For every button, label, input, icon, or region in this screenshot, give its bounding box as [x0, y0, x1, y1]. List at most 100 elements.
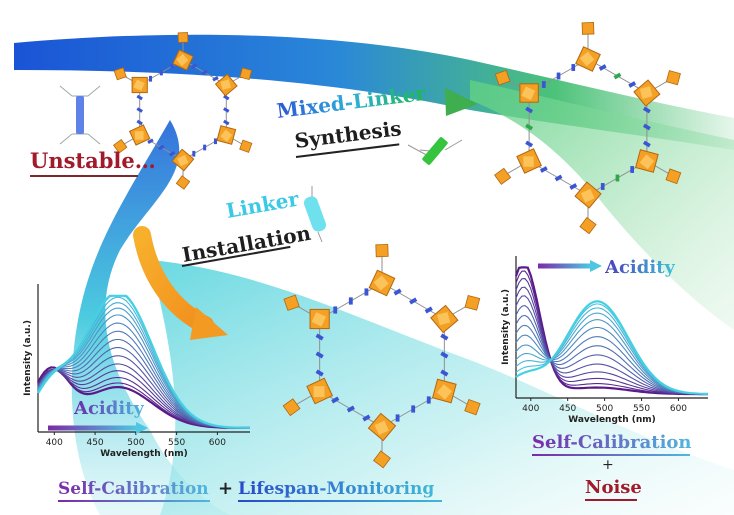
cluster-node-face — [220, 129, 233, 142]
linker — [159, 69, 163, 76]
cluster-node — [113, 139, 128, 154]
acidity-arrow-head — [590, 260, 602, 272]
linker — [571, 64, 576, 71]
linker — [556, 72, 561, 80]
linker — [333, 306, 338, 314]
noise-underline — [585, 499, 637, 501]
linker — [213, 138, 217, 145]
linker — [554, 174, 563, 182]
cluster-node — [464, 294, 481, 311]
linker — [424, 306, 433, 314]
linker — [409, 297, 418, 305]
x-tick-label: 450 — [559, 404, 576, 414]
linker — [331, 396, 340, 404]
linker — [615, 174, 620, 182]
x-tick-label: 400 — [46, 438, 63, 448]
cluster-node-face — [176, 53, 189, 66]
unstable-label: Unstable… — [30, 148, 156, 173]
linker — [539, 166, 548, 173]
linker — [168, 151, 176, 157]
cluster-node-face — [177, 154, 189, 167]
green-linker-icon — [419, 137, 448, 165]
cluster-node-face — [579, 51, 595, 67]
spectrum-line — [514, 266, 708, 396]
cluster-node — [239, 67, 253, 81]
mof-unstable — [113, 32, 253, 190]
cluster-node-face — [639, 86, 653, 99]
linker — [642, 140, 651, 148]
acidity-arrow-head — [136, 422, 148, 434]
cluster-node — [579, 216, 597, 235]
unstable-underline — [30, 175, 138, 177]
x-axis-label: Wavelength (nm) — [100, 449, 188, 459]
noise-label: Noise — [585, 477, 642, 498]
cluster-node-face — [436, 384, 453, 400]
cluster-node — [283, 294, 300, 311]
acidity-label-left: Acidity — [74, 398, 144, 419]
linker — [440, 369, 449, 377]
spectrum-line — [37, 294, 250, 429]
cluster-node — [373, 450, 391, 469]
self-calibration-underline-right — [532, 454, 690, 456]
linker — [158, 144, 165, 151]
self-calibration-label-bottom: Self-Calibration — [58, 479, 209, 499]
linker — [628, 81, 637, 88]
linker — [348, 297, 353, 305]
cluster-node-face — [521, 86, 536, 101]
cluster-node — [494, 69, 511, 86]
cluster-node — [113, 67, 127, 81]
linker — [136, 94, 143, 101]
linker — [149, 75, 153, 82]
cluster-node — [581, 22, 595, 35]
linker — [170, 63, 174, 70]
y-axis-label: Intensity (a.u.) — [23, 320, 33, 396]
linker — [525, 123, 534, 131]
spectrum-line — [37, 302, 250, 429]
flow-band-green — [470, 80, 734, 330]
linker — [598, 64, 607, 71]
spectrum-line — [37, 369, 250, 429]
linker — [315, 333, 324, 341]
linker — [440, 351, 449, 359]
orange-arrow-head — [190, 307, 228, 340]
mof-mixed-linker — [494, 22, 682, 235]
x-tick-label: 550 — [168, 438, 185, 448]
linker — [642, 106, 651, 114]
linker-pointer-2 — [444, 139, 463, 151]
linker — [613, 72, 622, 80]
cluster-node-face — [133, 79, 145, 91]
linker — [223, 94, 230, 101]
cluster-node-face — [374, 420, 389, 435]
x-tick-label: 450 — [86, 438, 103, 448]
linker — [192, 150, 196, 157]
linker — [212, 76, 219, 82]
flow-band-down — [71, 120, 230, 515]
linker — [525, 140, 534, 148]
linker — [364, 288, 369, 296]
linker — [315, 369, 324, 377]
y-axis-label: Intensity (a.u.) — [501, 289, 511, 365]
acidity-arrow — [48, 425, 136, 431]
plus-sign-bottom: + — [218, 478, 234, 499]
cluster-node-face — [523, 156, 534, 167]
linker — [223, 119, 230, 126]
cluster-node-face — [311, 312, 327, 327]
cluster-node-face — [313, 386, 325, 397]
linker — [600, 183, 605, 190]
cluster-node-face — [639, 154, 655, 170]
spectrum-line — [515, 300, 708, 395]
acidity-label-right: Acidity — [605, 257, 675, 278]
mof-structures — [113, 22, 682, 469]
linker — [630, 166, 635, 173]
green-arrow-head — [445, 88, 478, 116]
cluster-node — [494, 167, 512, 185]
linker — [541, 81, 546, 88]
plus-sign-right: + — [602, 457, 614, 473]
cluster-node-face — [580, 188, 595, 203]
linker — [525, 106, 534, 114]
linker — [223, 107, 230, 113]
